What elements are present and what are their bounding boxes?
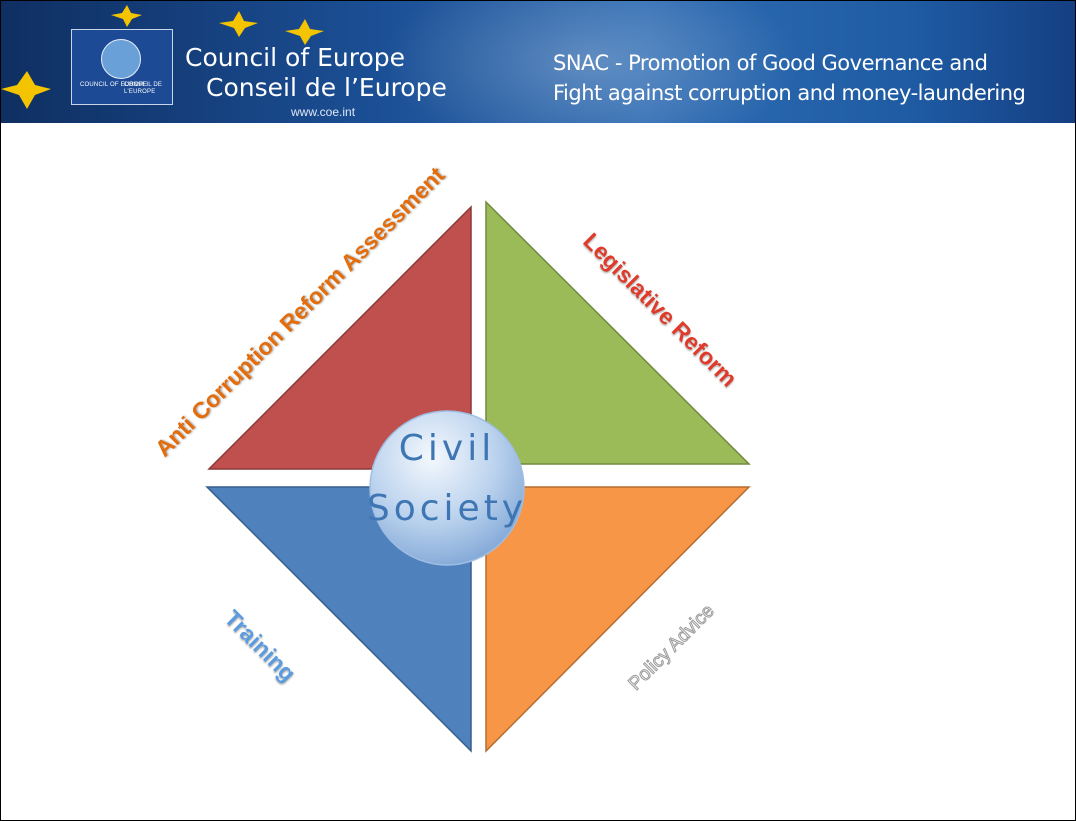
header-glow <box>381 1 801 123</box>
council-of-europe-logo-icon: COUNCIL OF EUROPE CONSEIL DE L'EUROPE <box>71 29 173 105</box>
logo-emblem <box>101 39 141 79</box>
header-banner: COUNCIL OF EUROPE CONSEIL DE L'EUROPE Co… <box>1 1 1075 123</box>
logo-caption-fr: CONSEIL DE L'EUROPE <box>124 82 163 95</box>
star-icon <box>111 5 142 27</box>
logo-caption-en: COUNCIL OF EUROPE <box>80 82 148 88</box>
project-title-line1: SNAC - Promotion of Good Governance and <box>553 51 988 75</box>
star-icon <box>1 71 51 109</box>
org-name-en: Council of Europe <box>185 43 405 72</box>
header-stars <box>1 5 324 109</box>
segment-anti-corruption <box>207 205 472 470</box>
website-url: www.coe.int <box>291 105 356 119</box>
segment-policy-advice <box>485 486 751 753</box>
star-icon <box>285 19 324 45</box>
project-title-line2: Fight against corruption and money-laund… <box>553 81 1026 105</box>
center-circle <box>369 410 525 566</box>
org-name-fr: Conseil de l’Europe <box>206 73 447 102</box>
star-icon <box>219 11 258 37</box>
segment-legislative-reform <box>485 200 751 465</box>
